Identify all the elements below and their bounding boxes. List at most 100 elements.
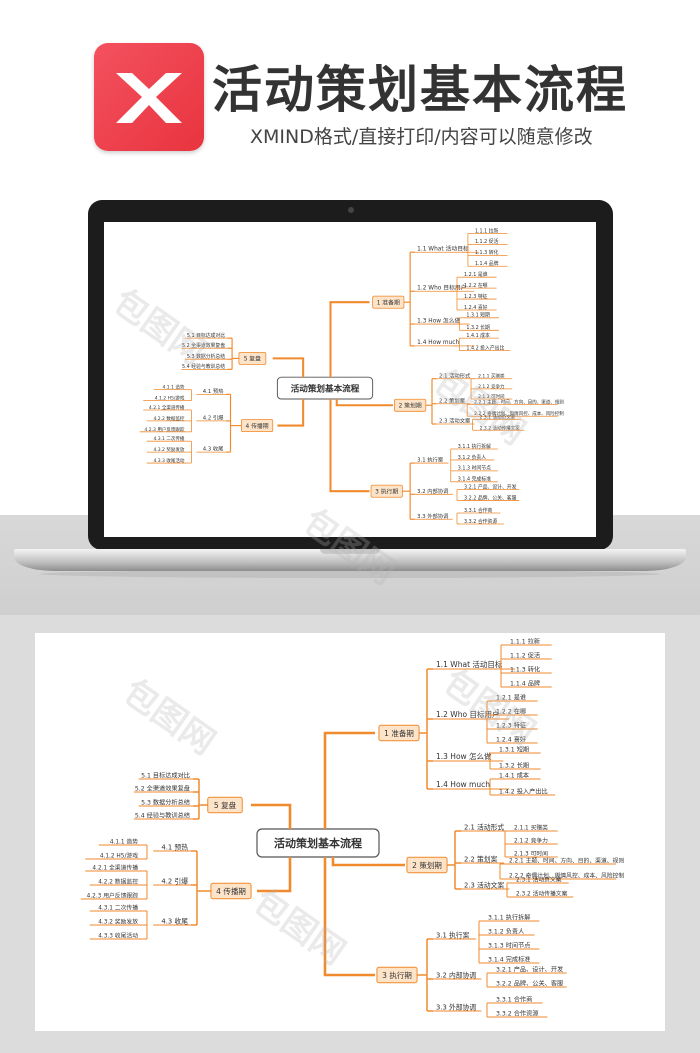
- leaf-spread-1-2: 4.1.2 H5/游戏: [155, 395, 185, 402]
- leaf-prep-2-3: 1.2.3 特征: [496, 722, 526, 730]
- leaf-prep-1-1: 1.1.1 拉新: [510, 638, 540, 646]
- leaf-exec-1-3: 3.1.3 时间节点: [488, 942, 530, 950]
- sub-review-2: 5.2 全渠道效果复盘: [182, 342, 225, 349]
- page-subtitle: XMIND格式/直接打印/内容可以随意修改: [250, 126, 593, 148]
- central-topic-box[interactable]: [256, 828, 380, 858]
- sub-plan-1: 2.1 活动形式: [439, 371, 471, 379]
- sub-prep-4: 1.4 How much: [417, 340, 459, 346]
- branch-exec-label: 3 执行期: [375, 487, 398, 495]
- connector-line: [323, 857, 375, 977]
- leaf-prep-1-3: 1.1.3 转化: [475, 249, 499, 256]
- central-topic-label: 活动策划基本流程: [274, 836, 362, 850]
- leaf-plan-1-1: 2.1.1 买赠类: [478, 373, 505, 380]
- leaf-exec-2-1: 3.2.1 产品、设计、开发: [496, 966, 563, 974]
- sub-prep-2: 1.2 Who 目标用户: [417, 284, 466, 292]
- leaf-prep-4-2: 1.4.2 投入产出比: [499, 788, 548, 796]
- laptop-base: [14, 549, 686, 571]
- sub-plan-2: 2.2 策划案: [464, 854, 498, 863]
- branch-prep-box[interactable]: [372, 295, 405, 309]
- leaf-prep-2-1: 1.2.1 是谁: [464, 271, 488, 278]
- leaf-spread-2-2: 4.2.2 数据监控: [98, 877, 138, 885]
- leaf-plan-1-2: 2.1.2 竞争力: [514, 836, 548, 844]
- leaf-exec-3-2: 3.3.2 合作资源: [496, 1010, 538, 1018]
- leaf-prep-4-1: 1.4.1 成本: [466, 332, 490, 339]
- xmind-logo-icon: [94, 43, 204, 151]
- leaf-plan-2-2: 2.2.2 奇偶计划、舆情风控、成本、风险控制: [474, 410, 564, 417]
- connector-line: [329, 399, 370, 493]
- leaf-prep-2-3: 1.2.3 特征: [464, 293, 488, 300]
- leaf-plan-2-2: 2.2.2 奇偶计划、舆情风控、成本、风险控制: [509, 871, 624, 879]
- leaf-exec-1-1: 3.1.1 执行拆解: [458, 443, 491, 450]
- leaf-prep-1-1: 1.1.1 拉新: [475, 227, 499, 234]
- leaf-spread-2-2: 4.2.2 数据监控: [153, 415, 184, 422]
- leaf-exec-1-4: 3.1.4 完成标准: [458, 476, 491, 483]
- sub-exec-2: 3.2 内部协调: [417, 487, 448, 495]
- sub-spread-1: 4.1 预热: [203, 387, 224, 395]
- leaf-spread-2-3: 4.2.3 用户反馈跟踪: [87, 891, 139, 899]
- sub-spread-3: 4.3 收尾: [203, 445, 224, 453]
- leaf-plan-2-1: 2.2.1 主题、时间、方向、目的、渠道、规则: [509, 856, 624, 864]
- leaf-spread-3-1: 4.3.1 二次传播: [98, 903, 138, 911]
- leaf-prep-3-2: 1.3.2 长期: [466, 324, 490, 331]
- leaf-prep-1-2: 1.1.2 促活: [510, 652, 540, 660]
- sub-prep-2: 1.2 Who 目标用户: [436, 709, 499, 719]
- leaf-spread-3-2: 4.3.2 奖励发放: [98, 917, 138, 925]
- branch-review-box[interactable]: [238, 351, 267, 365]
- leaf-spread-2-1: 4.2.1 全渠道传播: [149, 404, 185, 411]
- leaf-exec-2-2: 3.2.2 品牌、公关、客服: [464, 494, 517, 501]
- leaf-exec-2-1: 3.2.1 产品、设计、开发: [464, 483, 517, 490]
- leaf-exec-3-1: 3.3.1 合作商: [464, 507, 492, 514]
- sub-prep-3: 1.3 How 怎么做: [436, 751, 492, 761]
- leaf-plan-1-2: 2.1.2 竞争力: [478, 383, 505, 390]
- leaf-prep-2-4: 1.2.4 喜好: [496, 736, 526, 744]
- leaf-plan-3-1: 2.3.1 活动页文案: [516, 875, 562, 883]
- branch-plan-box[interactable]: [394, 398, 427, 412]
- leaf-prep-2-1: 1.2.1 是谁: [496, 694, 526, 702]
- connector-line: [272, 357, 305, 378]
- connector-line: [335, 399, 393, 407]
- leaf-spread-3-1: 4.3.1 二次传播: [153, 435, 184, 442]
- branch-spread-label: 4 传播期: [216, 886, 246, 896]
- connector-line: [277, 399, 305, 427]
- leaf-spread-2-1: 4.2.1 全渠道传播: [92, 863, 138, 871]
- leaf-exec-1-2: 3.1.2 负责人: [488, 928, 524, 936]
- leaf-exec-2-2: 3.2.2 品牌、公关、客服: [496, 980, 563, 988]
- leaf-plan-1-1: 2.1.1 买赠类: [514, 823, 548, 831]
- leaf-plan-3-2: 2.3.2 活动传播文案: [480, 424, 521, 431]
- sub-prep-1: 1.1 What 活动目标: [417, 244, 469, 252]
- branch-prep-label: 1 准备期: [377, 298, 400, 306]
- leaf-spread-3-3: 4.3.3 收尾活动: [153, 457, 184, 464]
- leaf-spread-2-3: 4.2.3 用户反馈跟踪: [144, 426, 185, 433]
- leaf-spread-3-2: 4.3.2 奖励发放: [153, 446, 184, 453]
- sub-exec-3: 3.3 外部协调: [436, 1002, 476, 1011]
- leaf-prep-4-2: 1.4.2 投入产出比: [466, 344, 504, 351]
- sub-exec-2: 3.2 内部协调: [436, 970, 476, 979]
- branch-review-label: 5 复盘: [244, 355, 261, 363]
- sub-plan-1: 2.1 活动形式: [464, 822, 504, 831]
- sub-review-1: 5.1 目标达成对比: [187, 332, 225, 339]
- leaf-prep-2-2: 1.2.2 在哪: [464, 282, 488, 289]
- sub-exec-1: 3.1 执行案: [436, 930, 470, 939]
- sub-exec-3: 3.3 外部协调: [417, 512, 448, 520]
- sub-review-3: 5.3 数据分析总结: [187, 353, 225, 360]
- sub-prep-3: 1.3 How 怎么做: [417, 316, 460, 324]
- leaf-prep-1-3: 1.1.3 转化: [510, 666, 540, 674]
- leaf-prep-3-1: 1.3.1 短期: [499, 746, 529, 754]
- leaf-prep-2-4: 1.2.4 喜好: [464, 304, 488, 311]
- leaf-plan-1-3: 2.1.3 可时间: [478, 393, 505, 400]
- branch-plan-label: 2 策划期: [412, 860, 442, 870]
- leaf-prep-1-2: 1.1.2 促活: [475, 238, 499, 245]
- leaf-prep-2-2: 1.2.2 在哪: [496, 708, 526, 716]
- branch-prep-label: 1 准备期: [384, 728, 414, 738]
- leaf-exec-1-2: 3.1.2 负责人: [458, 454, 486, 461]
- sub-review-2: 5.2 全渠道效果复盘: [135, 785, 190, 793]
- central-topic-box[interactable]: [276, 376, 374, 400]
- sub-review-4: 5.4 经验与教训总结: [182, 363, 225, 370]
- branch-spread-label: 4 传播期: [246, 422, 269, 430]
